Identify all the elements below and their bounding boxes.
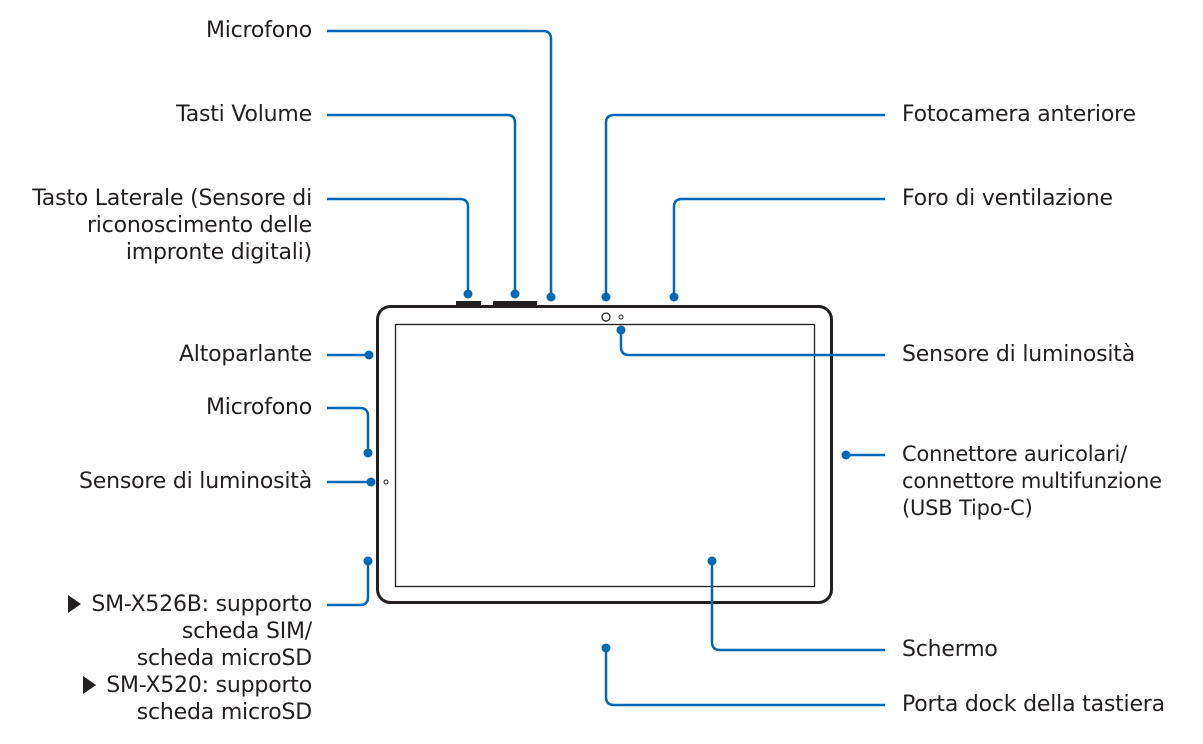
label-tasto-laterale: Tasto Laterale (Sensore di riconosciment… — [32, 186, 312, 265]
label-altoparlante: Altoparlante — [178, 342, 312, 367]
leader-dots — [363, 289, 851, 653]
side-key — [456, 301, 481, 306]
label-microfono-side: Microfono — [205, 395, 312, 420]
leader-schermo — [710, 561, 885, 652]
label-sensore-luminosita-left: Sensore di luminosità — [78, 469, 312, 494]
side-light-sensor — [383, 479, 389, 485]
tablet-screen — [394, 323, 816, 588]
leader-ventilazione — [672, 197, 885, 297]
front-camera — [601, 312, 611, 322]
leader-sim-tray — [327, 561, 370, 607]
leader-tasti-volume — [327, 113, 517, 294]
bullet-triangle-icon — [68, 595, 82, 613]
leader-lines — [327, 29, 885, 707]
leader-microfono-side — [327, 406, 370, 453]
label-sensore-luminosita-right: Sensore di luminosità — [902, 342, 1136, 367]
label-foro-ventilazione: Foro di ventilazione — [902, 186, 1113, 211]
volume-keys — [493, 301, 537, 306]
leader-fotocamera — [604, 113, 885, 297]
leader-microfono-top — [327, 29, 553, 297]
leader-tasto-laterale — [327, 197, 470, 294]
label-microfono-top: Microfono — [205, 18, 312, 43]
leader-dock — [604, 648, 885, 707]
tablet-body — [376, 305, 833, 604]
label-schermo: Schermo — [902, 637, 998, 662]
label-tasti-volume: Tasti Volume — [176, 102, 312, 127]
leader-sensore-right — [619, 330, 885, 357]
label-sim-tray: SM-X526B: supporto scheda SIM/ scheda mi… — [68, 591, 312, 726]
label-porta-dock: Porta dock della tastiera — [902, 692, 1165, 717]
label-fotocamera-anteriore: Fotocamera anteriore — [902, 102, 1136, 127]
top-light-sensor — [618, 314, 624, 320]
bullet-triangle-icon — [83, 676, 97, 694]
label-connettore: Connettore auricolari/ connettore multif… — [902, 442, 1162, 520]
